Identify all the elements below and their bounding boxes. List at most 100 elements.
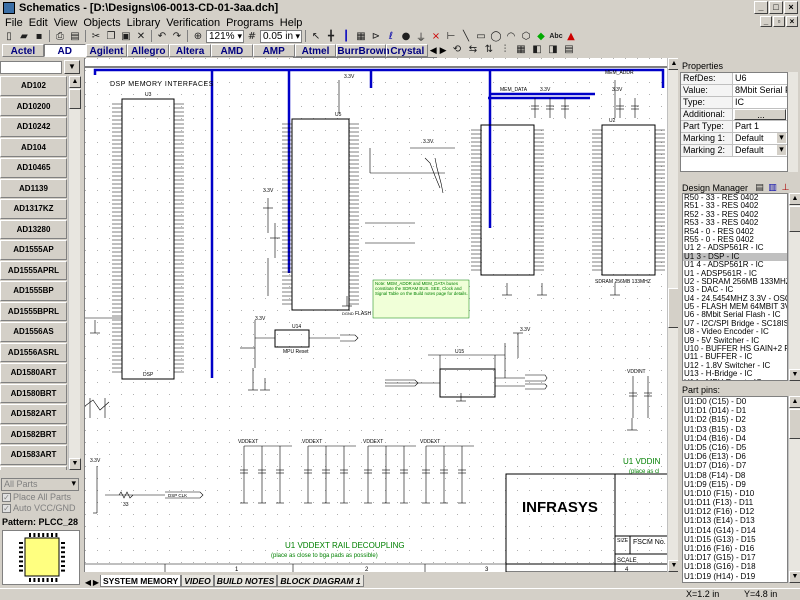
part-list-scrollbar[interactable]: ▲ ▼: [68, 76, 81, 470]
part-item[interactable]: AD1580BRT: [0, 383, 67, 403]
design-manager-item[interactable]: U7 - I2C/SPI Bridge - SC18IS600IP: [684, 318, 787, 328]
lib-tab-actel[interactable]: Actel: [2, 43, 44, 57]
scroll-thumb[interactable]: [69, 89, 81, 109]
grid-icon[interactable]: #: [247, 30, 257, 42]
mpu-reset-chip[interactable]: [274, 329, 310, 348]
part-pin-item[interactable]: U1:D10 (F15) - D10: [684, 488, 755, 498]
place-all-parts-checkbox[interactable]: ✓Place All Parts: [2, 492, 72, 502]
zoom-icon[interactable]: ⊕: [193, 30, 203, 42]
design-manager-item[interactable]: U2 - SDRAM 256MB 133MHZ - IC: [684, 276, 788, 286]
bring-front-icon[interactable]: ◧: [532, 44, 542, 55]
design-manager-item[interactable]: U4 - 24.5454MHZ 3.3V - OSC: [684, 293, 788, 303]
dm-part-icon[interactable]: ▥: [768, 182, 777, 193]
dm-scroll-down-icon[interactable]: ▼: [789, 369, 800, 381]
part-item[interactable]: AD1555AP: [0, 240, 67, 260]
menu-file[interactable]: File: [5, 16, 23, 29]
part-pin-item[interactable]: U1:D1 (D14) - D1: [684, 406, 747, 416]
part-pin-item[interactable]: U1:D7 (D16) - D7: [684, 461, 747, 471]
new-icon[interactable]: ▯: [6, 30, 12, 42]
design-manager-item[interactable]: U8 - Video Encoder - IC: [684, 327, 769, 337]
design-manager-item[interactable]: R54 - 0 - RES 0402: [684, 226, 754, 236]
text-icon[interactable]: Abc: [549, 32, 563, 40]
design-manager-item[interactable]: U3 - DAC - IC: [684, 285, 734, 295]
part-pin-item[interactable]: U1:D18 (G16) - D18: [684, 562, 756, 572]
vddint-caps[interactable]: [629, 376, 652, 418]
part-pin-item[interactable]: U1:D2 (B15) - D2: [684, 415, 746, 425]
part-item[interactable]: AD104: [0, 137, 67, 157]
auto-vcc-gnd-checkbox[interactable]: ✓Auto VCC/GND: [2, 503, 76, 513]
part-item[interactable]: AD1317KZ: [0, 199, 67, 219]
doc-minimize-button[interactable]: _: [760, 16, 772, 27]
property-value[interactable]: 8Mbit Serial Flas: [735, 85, 787, 95]
part-pin-item[interactable]: U1:D20 (H16) - D20: [683, 581, 787, 582]
lib-tab-burrbrown[interactable]: BurrBrown: [336, 43, 390, 57]
part-pin-item[interactable]: U1:D13 (E14) - D13: [684, 516, 755, 526]
design-manager-item[interactable]: U1 4 - ADSP561R - IC: [684, 260, 764, 270]
copy-icon[interactable]: ❐: [106, 30, 116, 42]
property-value[interactable]: Default: [733, 133, 787, 144]
paste-icon[interactable]: ▣: [121, 30, 131, 42]
part-pin-item[interactable]: U1:D0 (C15) - D0: [684, 397, 747, 406]
part-pin-item[interactable]: U1:D4 (B16) - D4: [684, 433, 746, 443]
bus-icon[interactable]: ┃: [342, 30, 350, 42]
select-arrow-icon[interactable]: ↖: [311, 30, 321, 42]
schematic-canvas[interactable]: MEM_ADDR MEM_DATA DSP MEMORY INTERFACES …: [84, 58, 678, 572]
sheet-tab-build-notes[interactable]: BUILD NOTES: [213, 575, 278, 587]
sheet-prev-icon[interactable]: ◀: [84, 578, 92, 587]
design-manager-item[interactable]: R53 - 33 - RES 0402: [684, 218, 759, 228]
part-pin-item[interactable]: U1:D6 (E13) - D6: [684, 452, 746, 462]
save-icon[interactable]: ▪: [35, 30, 43, 42]
vddext-decoupling-caps[interactable]: [240, 445, 474, 504]
pins-scroll-thumb[interactable]: [789, 409, 800, 439]
align-icon[interactable]: ⫶: [503, 44, 507, 55]
property-value[interactable]: ...: [734, 109, 786, 120]
pins-scroll-down-icon[interactable]: ▼: [789, 571, 800, 583]
search-button[interactable]: ▼: [64, 60, 80, 74]
property-value[interactable]: IC: [735, 97, 744, 107]
no-connect-icon[interactable]: ×: [431, 30, 441, 42]
part-item[interactable]: AD1582BRT: [0, 424, 67, 444]
part-pin-item[interactable]: U1:D15 (G13) - D15: [684, 534, 756, 544]
sdram-chip-right[interactable]: [601, 124, 656, 276]
print-preview-icon[interactable]: ▤: [70, 30, 80, 42]
zoom-select[interactable]: 121%: [206, 29, 244, 43]
design-manager-item[interactable]: R55 - 0 - RES 0402: [684, 234, 754, 244]
canvas-scroll-up-icon[interactable]: ▲: [668, 58, 678, 70]
dsp-chip[interactable]: [121, 98, 175, 380]
pin-icon[interactable]: ⊢: [446, 30, 456, 42]
menu-programs[interactable]: Programs: [226, 16, 274, 29]
part-pin-item[interactable]: U1:D11 (F13) - D11: [684, 498, 754, 508]
part-filter-select[interactable]: All Parts: [1, 478, 79, 491]
part-pin-item[interactable]: U1:D16 (F16) - D16: [684, 544, 755, 553]
design-manager-item[interactable]: U5 - FLASH MEM 64MBIT 3V - IC: [684, 302, 787, 312]
design-manager-item[interactable]: R51 - 33 - RES 0402: [684, 201, 759, 211]
scroll-down-arrow-icon[interactable]: ▼: [69, 458, 81, 470]
properties-icon[interactable]: ▤: [564, 44, 574, 55]
menu-library[interactable]: Library: [126, 16, 161, 29]
design-manager-item[interactable]: U9 - 5V Switcher - IC: [684, 335, 760, 345]
power-icon[interactable]: ⏚: [416, 32, 426, 44]
design-manager-item[interactable]: U10 - BUFFER HS GAIN+2 R/R - IC: [684, 344, 787, 354]
property-value[interactable]: U6: [735, 73, 747, 83]
net-label-icon[interactable]: ℓ: [388, 30, 394, 42]
part-item[interactable]: AD10465: [0, 158, 67, 178]
design-manager-item[interactable]: U6 - 8Mbit Serial Flash - IC: [684, 310, 781, 320]
doc-close-button[interactable]: ×: [786, 16, 798, 27]
canvas-scroll-down-icon[interactable]: ▼: [668, 560, 678, 572]
part-pin-item[interactable]: U1:D19 (H14) - D19: [684, 571, 756, 581]
canvas-vertical-scrollbar[interactable]: ▲ ▼: [667, 58, 678, 572]
doc-restore-button[interactable]: ▫: [773, 16, 785, 27]
part-pin-item[interactable]: U1:D8 (F14) - D8: [684, 470, 746, 480]
design-manager-item[interactable]: U13 - H-Bridge - IC: [684, 369, 753, 379]
lib-tab-crystal[interactable]: Crystal: [386, 43, 429, 57]
part-pin-item[interactable]: U1:D5 (C16) - D5: [684, 442, 747, 452]
part-item[interactable]: AD1583ART: [0, 445, 67, 465]
part-search-input[interactable]: [0, 61, 62, 74]
grid-select[interactable]: 0.05 in: [260, 29, 302, 43]
part-item[interactable]: AD1555APRL: [0, 260, 67, 280]
menu-help[interactable]: Help: [279, 16, 303, 29]
part-item[interactable]: AD1139: [0, 178, 67, 198]
part-item[interactable]: AD13280: [0, 219, 67, 239]
canvas-scroll-thumb[interactable]: [668, 288, 678, 328]
part-item[interactable]: AD102: [0, 76, 67, 96]
